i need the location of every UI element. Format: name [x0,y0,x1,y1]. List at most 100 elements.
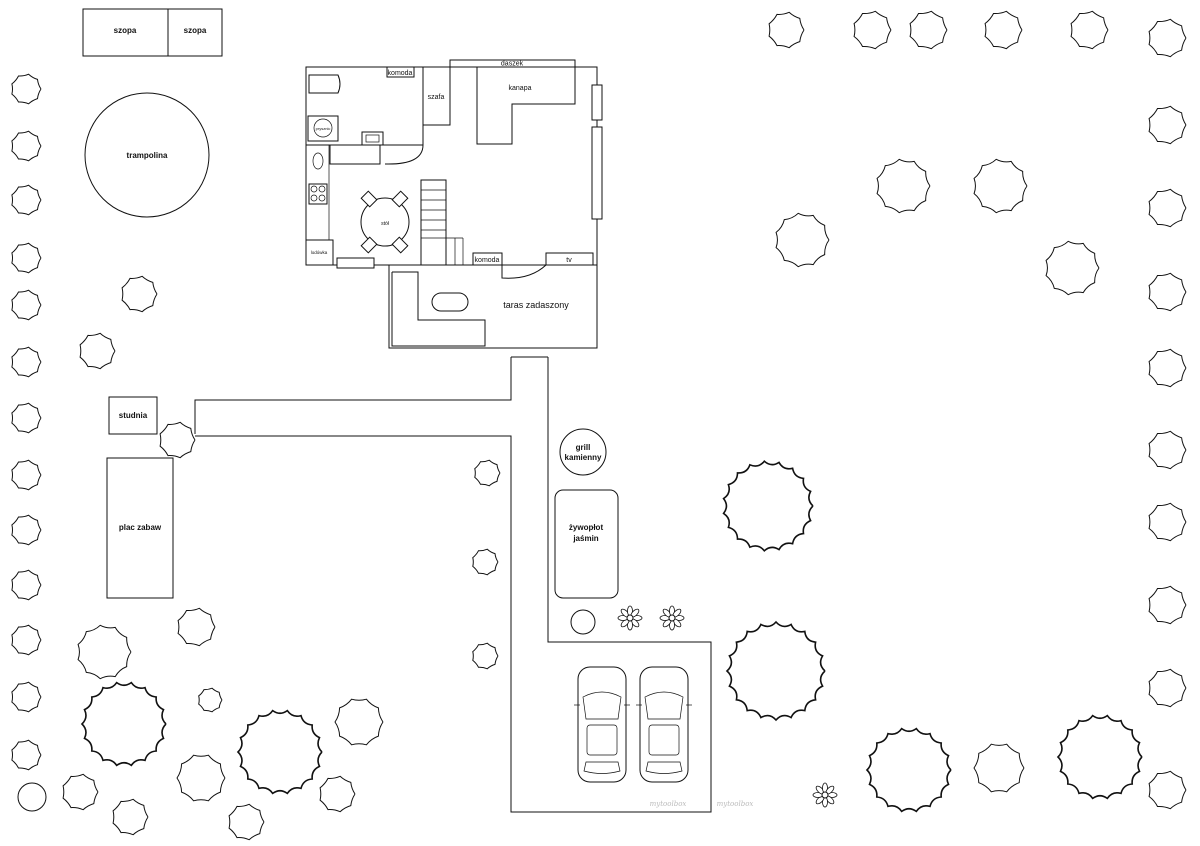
tree-canopy [1045,240,1100,296]
tree-canopy [1148,502,1187,542]
car-left-windshield [582,691,622,720]
tree [775,212,830,268]
terrace-label: taras zadaszony [503,300,569,310]
tree [79,332,116,370]
dresser-bottom [472,252,503,266]
tree-canopy [236,709,323,795]
tree-canopy [725,620,826,722]
shed-right-label: szopa [184,26,207,35]
tree [1148,18,1187,58]
tree [11,346,42,378]
bench [336,257,375,269]
stove [308,183,328,205]
car-right-rearwindow [645,761,683,774]
car-right [636,666,692,783]
sofa [476,67,576,145]
tree [768,11,805,49]
tree [1148,430,1187,470]
tree [80,681,167,767]
tree [865,727,952,813]
burner-3 [310,194,318,202]
signature-1: mytoolbox [650,800,687,808]
tree [77,624,132,680]
tree [1148,105,1187,145]
tree-canopy [80,681,167,767]
tree [725,620,826,722]
tree-canopy [77,624,132,680]
tree [472,642,499,670]
terrace-outline [388,265,598,349]
sink [361,131,384,146]
car-right-body [639,666,689,783]
canopy [449,59,576,68]
tree [984,10,1023,50]
sink-basin [365,134,380,143]
terrace-sofa [391,271,486,347]
tree [112,798,149,836]
path-to-well-upper [194,357,512,434]
flower-center [626,614,634,622]
tree [177,607,216,647]
tree-canopy [876,158,931,214]
tree-canopy [1148,18,1187,58]
tree [11,459,42,491]
tree [11,402,42,434]
tree [319,775,356,813]
stairs-outline [420,179,447,266]
wardrobe-label: szafa [428,94,445,101]
house: daszek komoda szafa kanapa prysznic lodó… [305,59,603,279]
shed-left-label: szopa [114,26,137,35]
dresser-bottom-label: komoda [475,257,500,264]
tree-canopy [1148,188,1187,228]
sofa-label: kanapa [509,85,532,92]
tree [159,421,196,459]
playground-label: plac zabaw [119,523,162,532]
flower-bush [659,605,685,631]
car-left-roof [586,724,618,756]
grill-label-2: kamienny [565,453,602,462]
tree-canopy [1148,770,1187,810]
tv-label: tv [566,257,572,264]
burner-2 [318,185,326,193]
tree-canopy [177,607,216,647]
tree-canopy [11,242,42,274]
tree-canopy [228,803,265,841]
tree-canopy [11,739,42,771]
tree-canopy [775,212,830,268]
tree [11,184,42,216]
canopy-label: daszek [501,61,524,68]
flower-bush [812,782,838,808]
car-left-body [577,666,627,783]
tree-canopy [159,421,196,459]
flower-center [821,791,829,799]
tree [1045,240,1100,296]
tree-canopy [62,773,99,811]
car-right-windshield [644,691,684,720]
tree-canopy [1148,430,1187,470]
car-right-roof [648,724,680,756]
tree [1070,10,1109,50]
flower-bush [617,605,643,631]
playground [106,457,174,599]
tree-canopy [474,459,501,487]
tree-canopy [176,754,226,802]
fridge-label: lodówka [311,250,328,255]
tree-canopy [112,798,149,836]
tree [228,803,265,841]
window-2 [591,126,603,220]
tree [1148,188,1187,228]
tree-canopy [1070,10,1109,50]
tree [1148,585,1187,625]
tree-canopy [11,569,42,601]
tree [11,242,42,274]
tree-canopy [121,275,158,313]
tree [909,10,948,50]
tree-canopy [334,698,384,746]
tree-canopy [984,10,1023,50]
tree-canopy [768,11,805,49]
tree [876,158,931,214]
chair-4 [391,236,409,254]
shed-left [82,8,169,57]
tv-unit [545,252,594,266]
tree [1148,668,1187,708]
